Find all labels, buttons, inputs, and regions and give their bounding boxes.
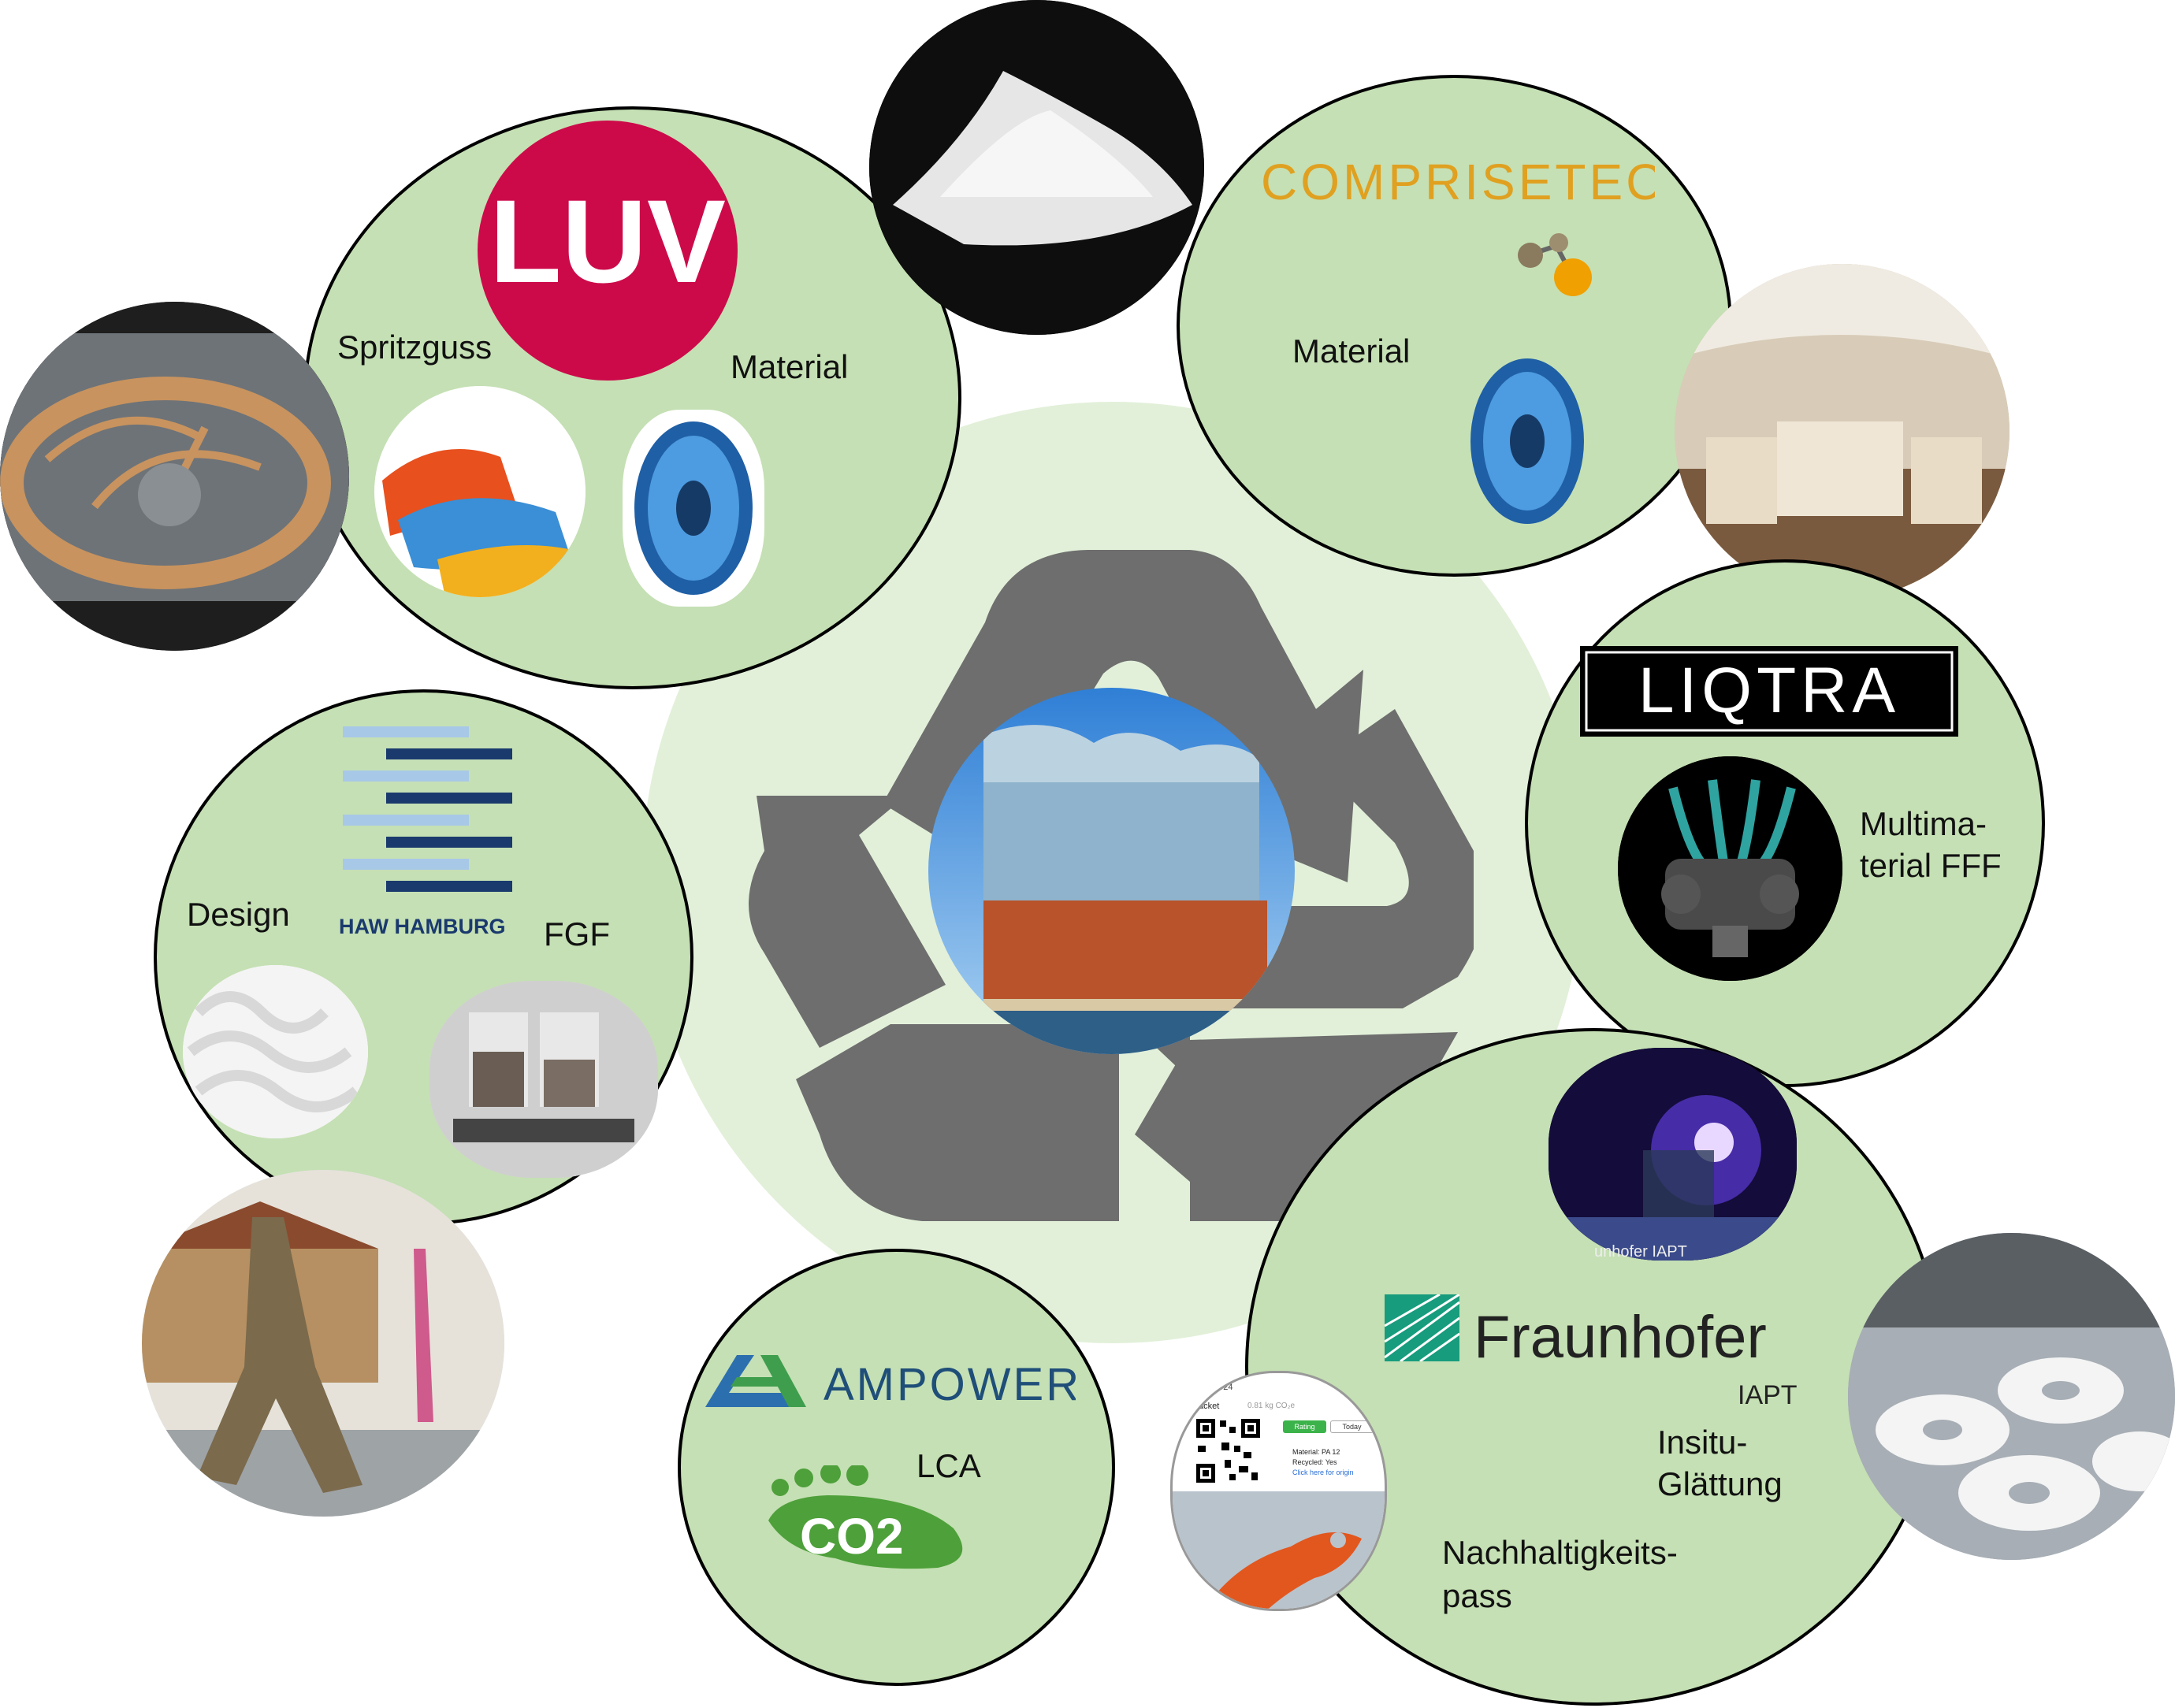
svg-text:HAW HAMBURG: HAW HAMBURG xyxy=(339,915,505,938)
fraunhofer-label-insitu-1: Insitu- xyxy=(1657,1424,1748,1461)
passport-today-button[interactable]: Today xyxy=(1330,1420,1374,1433)
luv-label-spritzguss: Spritzguss xyxy=(337,329,493,366)
orange-bracket-photo xyxy=(1173,1491,1385,1609)
sculpture-photo xyxy=(142,1170,504,1517)
luv-label-material: Material xyxy=(731,348,849,385)
passport-material: Material: PA 12 xyxy=(1292,1448,1340,1456)
svg-text:CO2: CO2 xyxy=(800,1508,904,1565)
fraunhofer-label-pass-1: Nachhaltigkeits- xyxy=(1442,1534,1678,1571)
printed-gears-photo xyxy=(1848,1233,2175,1560)
ampower-node xyxy=(678,1249,1115,1686)
passport-date: ugust 2024 xyxy=(1190,1383,1233,1392)
laser-photo-caption: unhofer IAPT xyxy=(1594,1243,1687,1261)
elbphilharmonie-photo xyxy=(928,688,1295,1054)
aircraft-cabin-photo xyxy=(1675,264,2010,599)
powder-photo xyxy=(869,0,1204,335)
svg-text:LIQTRA: LIQTRA xyxy=(1638,655,1900,726)
lattice-structure-photo xyxy=(183,965,368,1138)
qr-code-icon xyxy=(1195,1417,1262,1484)
steering-wheel-photo xyxy=(0,302,349,651)
ampower-logo-mark xyxy=(705,1355,806,1407)
laser-process-photo xyxy=(1549,1048,1797,1261)
comprisetec-label-material: Material xyxy=(1292,332,1411,369)
fraunhofer-logo-sub: IAPT xyxy=(1738,1380,1798,1410)
comprisetec-logo: COMPRISETEC xyxy=(1261,154,1655,209)
liqtra-logo: LIQTRA xyxy=(1580,646,1958,737)
ampower-label-lca: LCA xyxy=(916,1447,981,1484)
fraunhofer-logo-text: Fraunhofer xyxy=(1474,1304,1767,1367)
fraunhofer-logo-mark xyxy=(1385,1294,1459,1361)
ampower-logo-text: AMPOWER xyxy=(824,1359,1076,1407)
plastic-granules-photo xyxy=(374,386,586,597)
passport-origin-link[interactable]: Click here for origin xyxy=(1292,1469,1354,1476)
fraunhofer-label-insitu-2: Glättung xyxy=(1657,1465,1783,1502)
comprisetec-node xyxy=(1177,75,1732,577)
multimaterial-printhead-photo xyxy=(1618,756,1842,981)
luv-logo: LUV xyxy=(478,121,738,381)
passport-recycled: Recycled: Yes xyxy=(1292,1458,1337,1466)
svg-text:Fraunhofer: Fraunhofer xyxy=(1474,1304,1767,1367)
filament-spool-photo xyxy=(623,410,764,607)
fraunhofer-label-pass-2: pass xyxy=(1442,1577,1512,1614)
liqtra-label-line2: terial FFF xyxy=(1860,847,2002,884)
svg-text:COMPRISETEC: COMPRISETEC xyxy=(1261,154,1655,209)
co2-footprint-icon: CO2 xyxy=(768,1465,963,1569)
haw-label-fgf: FGF xyxy=(544,915,610,952)
svg-text:LUV: LUV xyxy=(489,175,726,307)
passport-title: Bracket xyxy=(1190,1402,1220,1411)
fgf-printer-photo xyxy=(429,981,658,1178)
haw-hamburg-logo: HAW HAMBURG xyxy=(339,726,512,938)
svg-text:AMPOWER: AMPOWER xyxy=(824,1359,1076,1407)
comprisetec-filament-spool-photo xyxy=(1458,347,1596,536)
passport-rating-button[interactable]: Rating xyxy=(1283,1420,1326,1433)
passport-co2: 0.81 kg CO₂e xyxy=(1247,1402,1296,1410)
molecule-icon xyxy=(1518,233,1592,296)
haw-label-design: Design xyxy=(187,896,290,933)
sustainability-passport-card: ugust 2024 Bracket 0.81 kg CO₂e Rating T… xyxy=(1170,1371,1387,1611)
liqtra-label-line1: Multima- xyxy=(1860,805,1987,842)
